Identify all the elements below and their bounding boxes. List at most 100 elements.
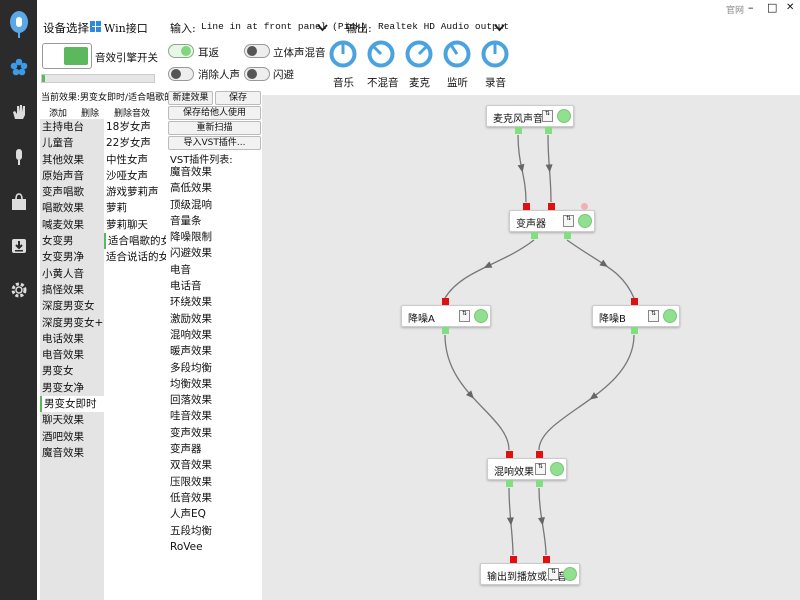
output-port[interactable] [564,232,571,239]
input-port[interactable] [506,451,513,458]
toggle-ducking[interactable] [244,67,270,81]
vst-plugin-item[interactable]: 变声器 [170,443,202,456]
input-select[interactable]: Line in at front panel (Pink) [201,21,367,32]
node-enable-toggle[interactable] [557,109,571,123]
vst-plugin-item[interactable]: 顶级混响 [170,198,212,211]
category-item[interactable]: 儿童音 [42,137,74,150]
output-select[interactable]: Realtek HD Audio output [378,21,510,32]
category-item[interactable]: 男变女即时 [40,396,104,413]
category-item[interactable]: 原始声音 [42,169,84,182]
vst-plugin-item[interactable]: 电音 [170,263,191,276]
input-port[interactable] [442,298,449,305]
vst-plugin-item[interactable]: RoVee [170,540,203,553]
input-chevron-down-icon[interactable] [317,22,328,35]
vst-plugin-item[interactable]: 电话音 [170,280,202,293]
output-port[interactable] [442,327,449,334]
vst-plugin-item[interactable]: 高低效果 [170,182,212,195]
category-item[interactable]: 唱歌效果 [42,202,84,215]
node-enable-toggle[interactable] [578,214,592,228]
node-enable-toggle[interactable] [563,567,577,581]
no-mix-knob[interactable] [367,40,395,68]
preset-item[interactable]: 萝莉 [106,202,127,215]
category-item[interactable]: 喊麦效果 [42,218,84,231]
vst-plugin-item[interactable]: 多段均衡 [170,361,212,374]
vst-plugin-item[interactable]: 环绕效果 [170,296,212,309]
category-item[interactable]: 女变男 [42,235,74,248]
shop-icon[interactable] [0,187,37,217]
vst-plugin-item[interactable]: 暖声效果 [170,345,212,358]
save-button[interactable]: 保存 [215,91,261,105]
input-port[interactable] [548,203,555,210]
output-port[interactable] [536,480,543,487]
vst-plugin-item[interactable]: 闪避效果 [170,247,212,260]
download-icon[interactable] [0,231,37,261]
vst-plugin-item[interactable]: 降噪限制 [170,231,212,244]
toggle-monitor[interactable] [168,44,194,58]
output-port[interactable] [531,232,538,239]
input-port[interactable] [510,556,517,563]
category-item[interactable]: 电话效果 [42,332,84,345]
node-settings-icon[interactable]: ⇅ [459,310,470,322]
preset-item[interactable]: 适合说话的女声 [106,251,166,264]
category-item[interactable]: 主持电台 [42,121,84,133]
input-port[interactable] [543,556,550,563]
preset-item[interactable]: 沙哑女声 [106,169,148,182]
preset-item[interactable]: 22岁女声 [106,137,151,150]
graph-node-mic[interactable]: 麦克风声音⇅ [486,105,574,127]
preset-item[interactable]: 游戏萝莉声 [106,186,159,199]
vst-plugin-item[interactable]: 五段均衡 [170,524,212,537]
input-port-hover[interactable] [581,203,588,210]
engine-switch[interactable] [42,43,92,69]
category-item[interactable]: 变声唱歌 [42,186,84,199]
node-settings-icon[interactable]: ⇅ [535,463,546,475]
category-item[interactable]: 搞怪效果 [42,283,84,296]
category-item[interactable]: 深度男变女+混响 [42,316,104,329]
preset-item[interactable]: 萝莉聊天 [106,218,148,231]
device-select[interactable]: Win接口 [104,22,148,35]
node-enable-toggle[interactable] [474,309,488,323]
preset-item[interactable]: 适合唱歌的女声 [104,233,166,250]
close-icon[interactable]: ✕ [786,2,795,13]
preset-item[interactable]: 中性女声 [106,153,148,166]
output-port[interactable] [545,127,552,134]
vst-plugin-item[interactable]: 哇音效果 [170,410,212,423]
vst-plugin-item[interactable]: 回落效果 [170,394,212,407]
category-item[interactable]: 男变女净 [42,381,84,394]
vst-plugin-item[interactable]: 混响效果 [170,328,212,341]
music-knob[interactable] [329,40,357,68]
vst-plugin-item[interactable]: 均衡效果 [170,377,212,390]
category-item[interactable]: 女变男净 [42,251,84,264]
node-settings-icon[interactable]: ⇅ [548,568,559,580]
record-knob[interactable] [481,40,509,68]
new-effect-button[interactable]: 新建效果 [168,91,213,105]
toggle-stereo-mix[interactable] [244,44,270,58]
category-item[interactable]: 魔音效果 [42,446,84,459]
output-port[interactable] [631,327,638,334]
preset-item[interactable]: 18岁女声 [106,121,151,133]
vst-plugin-item[interactable]: 低音效果 [170,491,212,504]
vst-plugin-item[interactable]: 变声效果 [170,426,212,439]
output-port[interactable] [506,480,513,487]
import-vst-button[interactable]: 导入VST插件... [168,136,261,150]
graph-node-reverb[interactable]: 混响效果⇅ [487,458,567,480]
vst-plugin-item[interactable]: 激励效果 [170,312,212,325]
official-site-link[interactable]: 官网 [726,6,745,16]
output-chevron-down-icon[interactable] [494,22,505,35]
input-port[interactable] [631,298,638,305]
minimize-icon[interactable]: – [748,1,754,14]
settings-icon[interactable] [0,275,37,305]
node-enable-toggle[interactable] [550,462,564,476]
vst-plugin-item[interactable]: 双音效果 [170,459,212,472]
monitor-knob[interactable] [443,40,471,68]
vst-plugin-item[interactable]: 人声EQ [170,508,206,521]
category-item[interactable]: 电音效果 [42,349,84,362]
category-item[interactable]: 男变女 [42,365,74,378]
graph-node-noiseA[interactable]: 降噪A⇅ [401,305,491,327]
rescan-button[interactable]: 重新扫描 [168,121,261,135]
node-enable-toggle[interactable] [663,309,677,323]
toggle-vocal-remove[interactable] [168,67,194,81]
delete-button[interactable]: 删除 [81,109,100,119]
gesture-icon[interactable] [0,97,37,127]
node-settings-icon[interactable]: ⇅ [648,310,659,322]
save-share-button[interactable]: 保存给他人使用 [168,106,261,120]
